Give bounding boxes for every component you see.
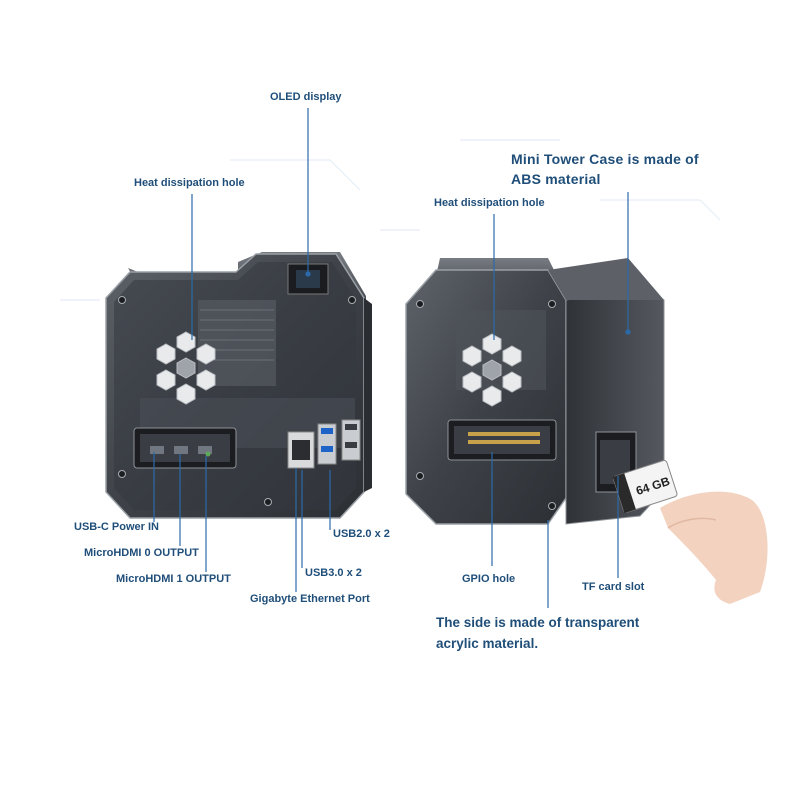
label-heat-hole-left: Heat dissipation hole — [134, 177, 245, 189]
label-heat-hole-right: Heat dissipation hole — [434, 197, 545, 209]
background-lines — [60, 139, 721, 301]
label-microhdmi-1: MicroHDMI 1 OUTPUT — [116, 573, 231, 585]
label-gigabit-port: Gigabyte Ethernet Port — [250, 593, 370, 605]
label-mini-tower-line1: Mini Tower Case is made of — [511, 151, 699, 167]
label-side-material-line2: acrylic material. — [436, 635, 539, 651]
leader-lines — [153, 108, 631, 608]
label-mini-tower-line2: ABS material — [511, 171, 601, 187]
left-case — [105, 252, 372, 519]
label-microhdmi-0: MicroHDMI 0 OUTPUT — [84, 547, 199, 559]
label-usb-c-power: USB-C Power IN — [74, 521, 159, 533]
right-case — [405, 258, 665, 525]
label-tf-card-slot: TF card slot — [582, 581, 645, 593]
heat-holes-left — [156, 331, 216, 405]
label-gpio-hole: GPIO hole — [462, 573, 516, 585]
label-oled-display: OLED display — [270, 91, 342, 103]
label-usb3: USB3.0 x 2 — [305, 567, 362, 579]
label-side-material: The side is made of transparent acrylic … — [436, 613, 696, 655]
label-usb2: USB2.0 x 2 — [333, 528, 390, 540]
hand-with-sd-card: 64 GB — [612, 459, 768, 604]
heat-holes-right — [462, 333, 522, 407]
label-side-material-line1: The side is made of transparent — [436, 615, 640, 630]
